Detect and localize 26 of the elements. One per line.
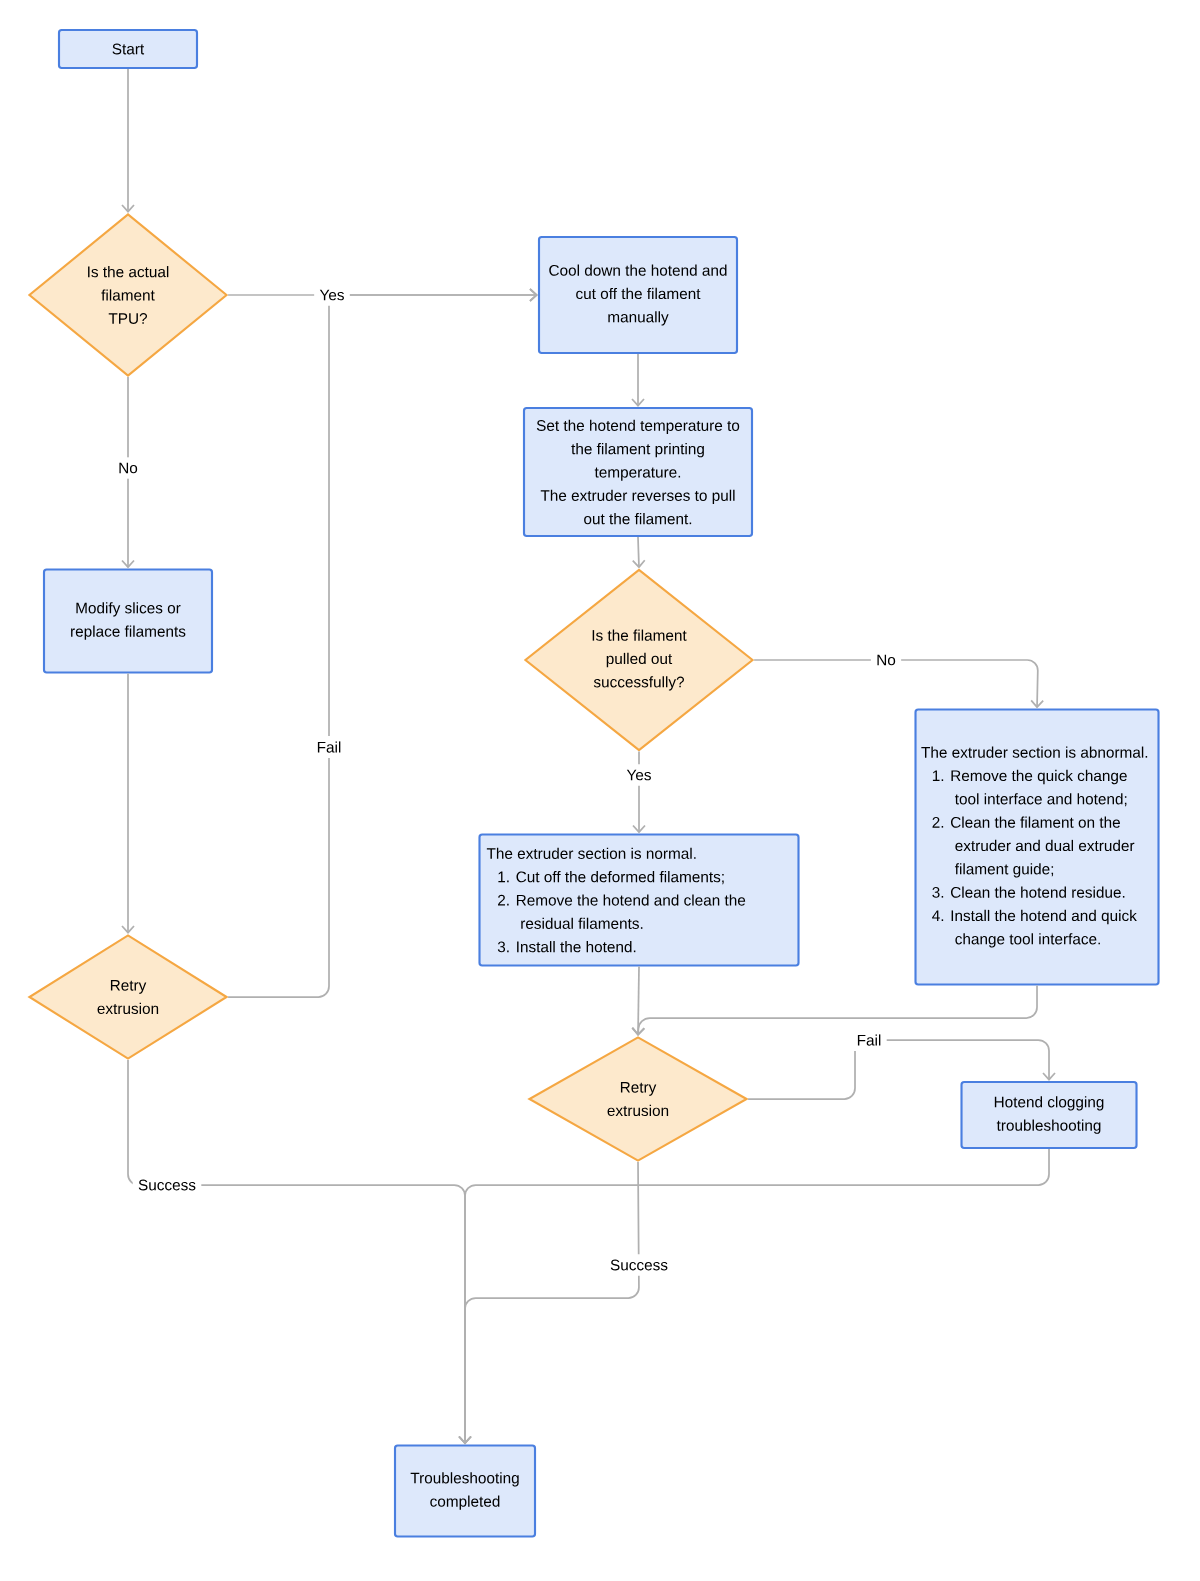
edge-label: Success [604,1254,674,1276]
edge-label: No [870,649,902,671]
arrow [227,288,538,998]
arrow [121,672,135,934]
process-box: Cool down the hotend and cut off the filament manually [537,235,739,355]
edge-label: Yes [314,284,350,306]
process-box: The extruder section is abnormal. 1. Remove the quick change tool interface and hotend; 2. Clean the filament on the extruder and dual extruder filament guide; 3. Clean the hotend residue. 4. Install the hotend and quick change tool interface. [914,708,1160,986]
edge-label: No [112,457,144,479]
process-box: Modify slices or replace filaments [42,568,214,674]
process-box: Start [57,28,199,70]
arrow [631,984,1038,1036]
process-box: Troubleshooting completed [393,1444,537,1538]
arrow [121,68,135,213]
arrow [753,659,1045,709]
arrow [747,1039,1056,1100]
process-box: Set the hotend temperature to the filament printing temperature. The extruder reverses to pull out the filament. [522,406,754,538]
process-box: The extruder section is normal. 1. Cut off the deformed filaments; 2. Remove the hotend and clean the residual filaments. 3. Install the hotend. [478,833,800,967]
edge-label: Fail [311,736,347,758]
process-box: Hotend clogging troubleshooting [960,1080,1138,1150]
edge-label: Fail [851,1029,887,1051]
edge-label: Success [132,1174,202,1196]
arrow [631,353,645,407]
arrow [458,1148,1050,1445]
arrow [121,376,135,569]
edge-label: Yes [621,764,657,786]
arrow [631,536,646,569]
